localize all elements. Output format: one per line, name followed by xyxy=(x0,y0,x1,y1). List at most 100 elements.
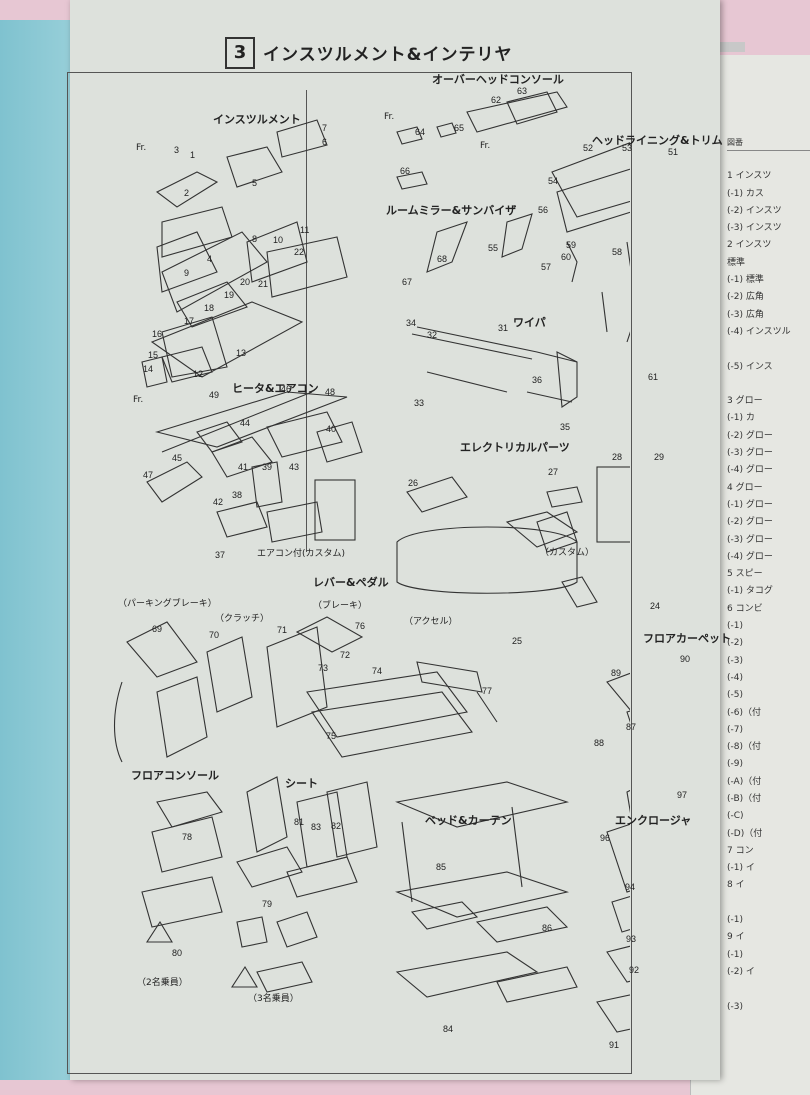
section-floor-console: フロアコンソール xyxy=(131,769,219,782)
table-row: (-1) 標準 xyxy=(727,275,764,286)
part-number: 41 xyxy=(238,462,249,472)
part-number: 78 xyxy=(182,832,193,842)
part-number: 59 xyxy=(566,240,577,250)
part-number: 32 xyxy=(427,330,438,340)
section-floor-carpet: フロアカーペット xyxy=(643,632,731,645)
table-row: (-2) 広角 xyxy=(727,292,764,303)
table-row: (-2) グロー xyxy=(727,430,773,441)
table-row: (-2) イ xyxy=(727,966,755,977)
part-number: 66 xyxy=(400,166,411,176)
brake-label: （ブレーキ） xyxy=(313,601,368,611)
table-row: (-3) xyxy=(727,1001,743,1012)
section-lever-pedal: レバー&ペダル xyxy=(313,576,389,589)
table-row: (-1) xyxy=(727,621,743,632)
section-headlining: ヘッドライニング&トリム xyxy=(592,134,723,147)
part-number: 63 xyxy=(517,86,528,96)
part-number: 74 xyxy=(372,666,383,676)
part-number: 48 xyxy=(325,387,336,397)
table-row: (-8)（付 xyxy=(727,742,761,753)
part-number: 65 xyxy=(454,123,465,133)
section-instrument: インスツルメント xyxy=(213,113,301,126)
part-number: 84 xyxy=(443,1024,454,1034)
part-number: 9 xyxy=(184,268,190,278)
table-row xyxy=(727,341,810,358)
part-number: 12 xyxy=(193,369,204,379)
section-room-mirror: ルームミラー&サンバイザ xyxy=(386,204,517,217)
part-number: 49 xyxy=(209,390,220,400)
part-number: 5 xyxy=(252,178,258,188)
table-row: 標準 xyxy=(727,257,746,268)
table-row: (-D)（付 xyxy=(727,828,763,839)
part-number: 29 xyxy=(654,452,665,462)
table-row: (-B)（付 xyxy=(727,793,762,804)
part-number: 64 xyxy=(415,127,426,137)
part-number: 40 xyxy=(326,424,337,434)
section-overhead-console: オーバーヘッドコンソール xyxy=(432,73,564,86)
table-row: (-3) グロー xyxy=(727,448,773,459)
front-marker: Fr. xyxy=(136,143,147,153)
table-row: (-2) グロー xyxy=(727,517,773,528)
three-seat-label: （3名乗員） xyxy=(248,994,299,1004)
custom-label: （カスタム） xyxy=(540,548,595,558)
part-number: 46 xyxy=(281,384,292,394)
table-row: (-2) xyxy=(727,638,743,649)
part-number: 89 xyxy=(611,668,622,678)
table-row: (-9) xyxy=(727,759,743,770)
part-number: 42 xyxy=(213,497,224,507)
part-number: 34 xyxy=(406,318,417,328)
part-number: 87 xyxy=(626,722,637,732)
table-row: (-1) グロー xyxy=(727,499,773,510)
table-row: (-2) インスツ xyxy=(727,205,782,216)
part-number: 80 xyxy=(172,948,183,958)
part-number: 38 xyxy=(232,490,243,500)
part-number: 47 xyxy=(143,470,154,480)
table-row: 2 インスツ xyxy=(727,240,772,251)
part-number: 22 xyxy=(294,247,305,257)
part-number: 86 xyxy=(542,923,553,933)
part-number: 25 xyxy=(512,636,523,646)
page-edge xyxy=(705,42,745,52)
table-row: (-1) カ xyxy=(727,413,755,424)
two-seat-label: （2名乗員） xyxy=(137,978,188,988)
part-number: 58 xyxy=(612,247,623,257)
column-divider xyxy=(306,90,307,552)
part-number: 51 xyxy=(668,147,679,157)
part-number: 2 xyxy=(184,188,190,198)
part-number: 94 xyxy=(625,882,636,892)
table-row: (-5) xyxy=(727,690,743,701)
part-number: 92 xyxy=(629,965,640,975)
part-number: 91 xyxy=(609,1040,620,1050)
table-row: (-3) グロー xyxy=(727,534,773,545)
table-row: (-3) xyxy=(727,655,743,666)
page-title: インスツルメント&インテリヤ xyxy=(263,45,513,65)
table-row: (-4) xyxy=(727,672,743,683)
part-number: 45 xyxy=(172,453,183,463)
part-number: 97 xyxy=(677,790,688,800)
table-header: 図番 xyxy=(727,135,810,151)
part-number: 85 xyxy=(436,862,447,872)
table-row xyxy=(727,376,810,393)
table-row: 7 コン xyxy=(727,845,754,856)
parking-brake-label: （パーキングブレーキ） xyxy=(118,599,217,609)
part-number: 37 xyxy=(215,550,226,560)
part-number: 93 xyxy=(626,934,637,944)
table-row: (-3) 広角 xyxy=(727,309,764,320)
table-row: 1 インスツ xyxy=(727,171,772,182)
table-row: (-1) xyxy=(727,949,743,960)
table-row: 4 グロー xyxy=(727,482,763,493)
part-number: 96 xyxy=(600,833,611,843)
table-row: (-A)（付 xyxy=(727,776,762,787)
part-number: 18 xyxy=(204,303,215,313)
part-number: 39 xyxy=(262,462,273,472)
part-number: 60 xyxy=(561,252,572,262)
part-number: 56 xyxy=(538,205,549,215)
table-row: (-1) カス xyxy=(727,188,764,199)
part-number: 21 xyxy=(258,279,269,289)
part-number: 76 xyxy=(355,621,366,631)
part-number: 36 xyxy=(532,375,543,385)
part-number: 81 xyxy=(294,817,305,827)
part-number: 82 xyxy=(331,821,342,831)
diagram-frame xyxy=(67,72,632,1074)
section-number: 3 xyxy=(225,37,255,69)
